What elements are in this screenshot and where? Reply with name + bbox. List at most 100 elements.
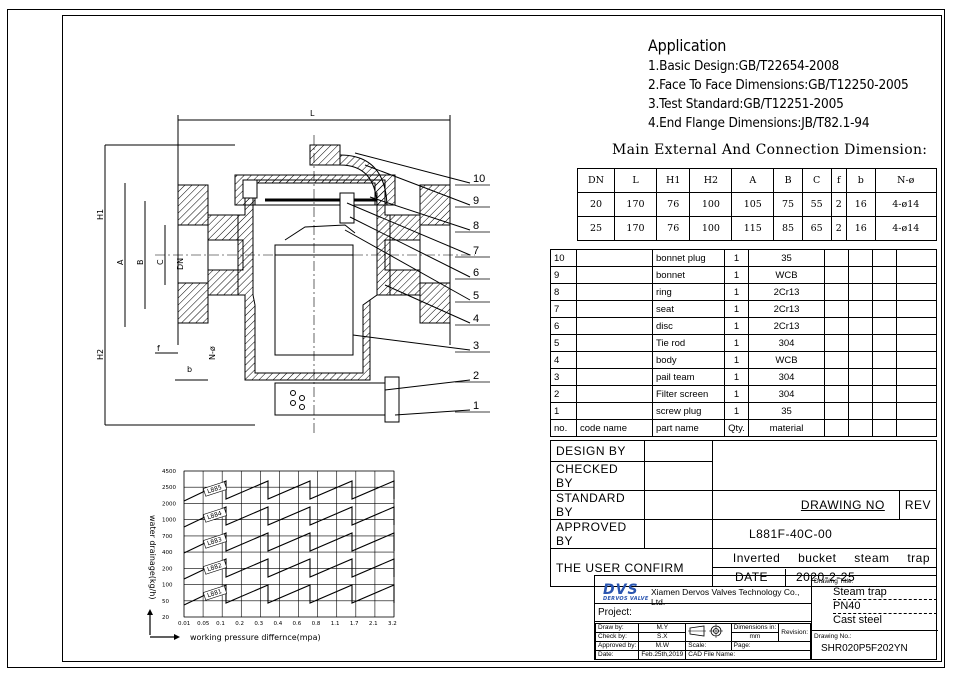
- table-cell: [896, 334, 937, 352]
- valve-section-drawing: L H1 H2 A B C DN f b N-ø 10 9 8 7 6 5 4 …: [96, 109, 490, 435]
- table-row: APPROVED BY L881F-40C-00: [550, 519, 938, 549]
- table-cell: [872, 368, 897, 386]
- x-tick-label: 2.1: [369, 621, 378, 627]
- model-label-box: [202, 481, 228, 497]
- table-cell: 1: [724, 368, 749, 386]
- x-tick-label: 0.05: [197, 621, 210, 627]
- model-label-box: [202, 507, 228, 523]
- standard-by-value: [643, 490, 713, 520]
- drawing-title-line: Cast steel: [833, 613, 937, 627]
- x-tick-label: 0.1: [216, 621, 225, 627]
- table-cell: 55: [801, 192, 832, 217]
- dimension-header-row: DN L H1 H2 A B C f b N-ø: [576, 168, 938, 193]
- application-item: 3.Test Standard:GB/T12251-2005: [648, 96, 844, 112]
- y-tick-label: 20: [162, 615, 169, 621]
- table-cell: [872, 317, 897, 335]
- table-cell: [872, 266, 897, 284]
- table-cell: 2Cr13: [748, 317, 825, 335]
- product-name: Inverted bucket steam trap: [711, 548, 938, 568]
- table-cell: [848, 385, 873, 403]
- table-cell: [848, 300, 873, 318]
- table-cell: [576, 317, 653, 335]
- approved-by-value: [643, 519, 713, 549]
- table-cell: bonnet: [652, 266, 725, 284]
- model-label-box: [202, 533, 228, 549]
- table-cell: 35: [748, 402, 825, 420]
- blank-cell: [711, 440, 938, 491]
- table-cell: DN: [576, 168, 616, 193]
- table-cell: 4-ø14: [874, 216, 938, 241]
- table-cell: [896, 351, 937, 369]
- table-cell: A: [731, 168, 775, 193]
- capacity-curve: [183, 584, 395, 606]
- table-cell: code name: [576, 419, 653, 437]
- table-row: DESIGN BY: [550, 440, 938, 491]
- table-cell: 1: [724, 300, 749, 318]
- application-item: 1.Basic Design:GB/T22654-2008: [648, 58, 839, 74]
- title-block-right: Drawing Title: Steam trap PN40 Cast stee…: [811, 576, 938, 660]
- table-cell: [824, 283, 849, 301]
- table-cell: 170: [614, 216, 657, 241]
- application-item: 4.End Flange Dimensions:JB/T82.1-94: [648, 115, 870, 131]
- capacity-curve: [183, 532, 395, 554]
- table-cell: L: [614, 168, 657, 193]
- table-cell: Filter screen: [652, 385, 725, 403]
- table-cell: [824, 334, 849, 352]
- dim-label-b: b: [187, 365, 192, 374]
- x-tick-label: 0.8: [312, 621, 321, 627]
- x-tick-label: 0.3: [254, 621, 263, 627]
- table-cell: C: [801, 168, 832, 193]
- table-cell: 2: [830, 216, 847, 241]
- table-cell: [576, 300, 653, 318]
- table-cell: H2: [689, 168, 733, 193]
- x-tick-label: 0.6: [293, 621, 302, 627]
- application-block: Application 1.Basic Design:GB/T22654-200…: [648, 36, 909, 133]
- table-cell: 25: [576, 216, 616, 241]
- cad-file-label: CAD File Name:: [685, 650, 811, 660]
- table-cell: 4: [550, 351, 577, 369]
- table-cell: [872, 419, 897, 437]
- drawing-title: Steam trap PN40 Cast steel: [833, 586, 937, 627]
- table-cell: 2: [550, 385, 577, 403]
- table-cell: 304: [748, 334, 825, 352]
- table-cell: b: [845, 168, 876, 193]
- table-cell: [848, 402, 873, 420]
- check-by-label: Check by:: [594, 632, 640, 642]
- table-cell: N-ø: [874, 168, 938, 193]
- table-cell: [576, 385, 653, 403]
- x-tick-label: 3.2: [388, 621, 397, 627]
- table-cell: 115: [731, 216, 775, 241]
- table-cell: 1: [724, 283, 749, 301]
- logo-subtext: DERVOS VALVE: [603, 596, 649, 602]
- outer-frame: [7, 9, 945, 668]
- y-tick-label: 2500: [162, 485, 176, 491]
- table-row: Draw by: M.Y Dimensions in: Revision:: [594, 623, 811, 642]
- table-cell: screw plug: [652, 402, 725, 420]
- table-cell: 8: [550, 283, 577, 301]
- y-tick-label: 1000: [162, 518, 176, 524]
- table-cell: [576, 266, 653, 284]
- dim-label-f: f: [157, 344, 160, 353]
- table-cell: [872, 334, 897, 352]
- table-cell: [824, 385, 849, 403]
- table-cell: [872, 351, 897, 369]
- y-tick-label: 100: [162, 583, 173, 589]
- table-cell: [848, 266, 873, 284]
- table-cell: Qty.: [724, 419, 749, 437]
- drawing-title-label: Drawing Title:: [814, 578, 854, 585]
- dims-in-value: mm: [730, 632, 780, 642]
- table-cell: [872, 249, 897, 267]
- capacity-curve: [183, 558, 395, 580]
- table-cell: [872, 283, 897, 301]
- y-tick-label: 4500: [162, 469, 176, 475]
- checked-by-value: [643, 461, 713, 491]
- table-cell: [848, 419, 873, 437]
